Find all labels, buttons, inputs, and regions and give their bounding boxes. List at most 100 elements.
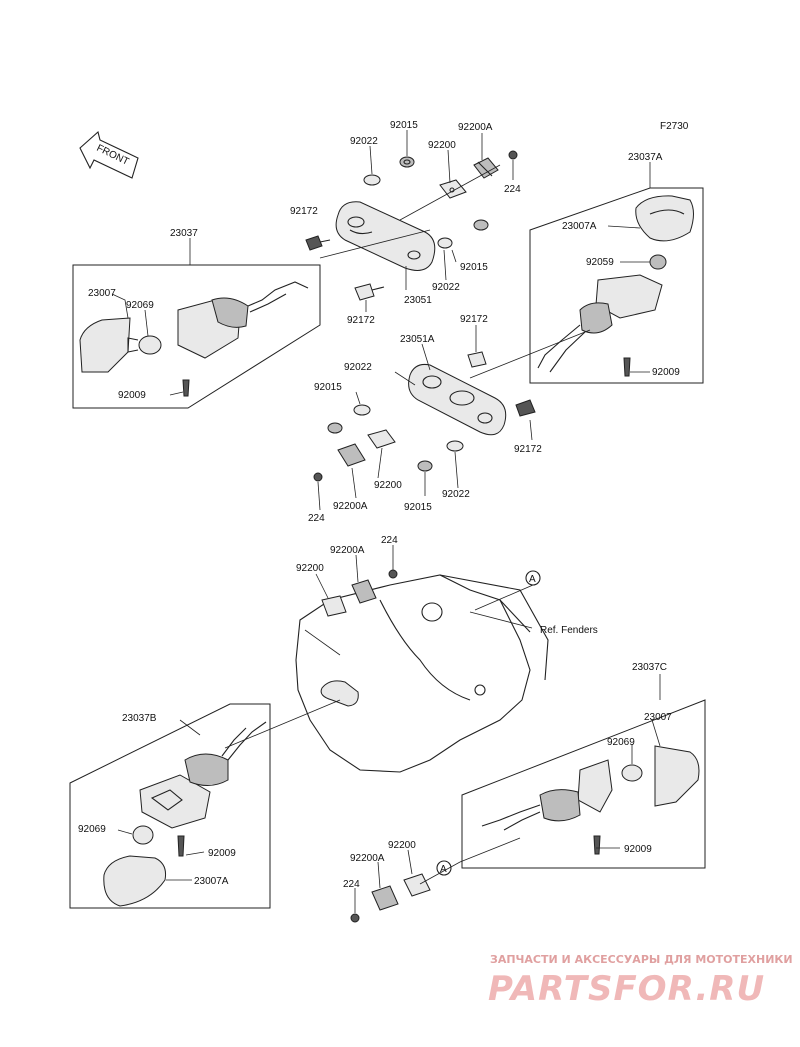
label-92172-b: 92172: [347, 315, 375, 326]
bulb-92069-lower-left: [132, 825, 154, 845]
label-92172-d: 92172: [514, 444, 542, 455]
watermark-logo: PARTSFOR.RU: [488, 969, 765, 1009]
screw-92009-lower-right: [593, 835, 601, 855]
nut-92015-upper: [399, 156, 415, 168]
label-224-b: 224: [308, 513, 325, 524]
clip-92200A-mid: [337, 443, 366, 467]
label-92015-a: 92015: [390, 120, 418, 131]
label-92009-c: 92009: [208, 848, 236, 859]
screw-92009-right: [623, 357, 631, 377]
nut-92015-lower: [327, 422, 343, 434]
screw-92009-left: [182, 379, 190, 397]
washer-92022-bottom: [446, 440, 464, 452]
label-92172-a: 92172: [290, 206, 318, 217]
label-92009-b: 92009: [652, 367, 680, 378]
label-23007A-a: 23007A: [562, 221, 597, 232]
label-92015-c: 92015: [314, 382, 342, 393]
label-92200A-c: 92200A: [330, 545, 365, 556]
diagram-code: F2730: [660, 121, 689, 132]
label-23007-a: 23007: [88, 288, 116, 299]
label-92015-d: 92015: [404, 502, 432, 513]
label-23037B: 23037B: [122, 713, 157, 724]
label-92009-a: 92009: [118, 390, 146, 401]
bulb-92059: [649, 254, 667, 270]
screw-92009-lower-left: [177, 835, 185, 857]
lens-23007A-lower: [103, 855, 166, 907]
circle-ref-lower-label: A: [440, 864, 447, 875]
lens-23007A-upper: [635, 195, 694, 242]
screw-224-fender: [388, 569, 398, 579]
label-224-c: 224: [381, 535, 398, 546]
label-92009-d: 92009: [624, 844, 652, 855]
screw-92172-lower: [354, 283, 385, 301]
label-92022-b: 92022: [432, 282, 460, 293]
screw-224-upper: [508, 150, 518, 160]
label-92200A-b: 92200A: [333, 501, 368, 512]
label-224-d: 224: [343, 879, 360, 890]
nut-92015-mid: [473, 219, 489, 231]
washer-92022-lower: [353, 404, 371, 416]
lens-23007-lower: [654, 745, 700, 807]
label-92022-a: 92022: [350, 136, 378, 147]
label-92200A-d: 92200A: [350, 853, 385, 864]
label-23007A-b: 23007A: [194, 876, 229, 887]
leader-lines: [111, 130, 661, 913]
signal-housing-23037: [177, 281, 309, 359]
bracket-92200-mid: [367, 429, 396, 449]
bracket-92200-upper: [439, 179, 467, 199]
label-92200-d: 92200: [388, 840, 416, 851]
label-23037A: 23037A: [628, 152, 663, 163]
label-23037C: 23037C: [632, 662, 667, 673]
bracket-92200-lower: [403, 873, 431, 897]
screw-92172-mid: [467, 351, 487, 368]
screw-224-mid: [313, 472, 323, 482]
label-92200A-a: 92200A: [458, 122, 493, 133]
lens-23007: [79, 317, 131, 373]
rear-fender: [295, 574, 549, 773]
circle-ref-lower: A: [436, 860, 452, 876]
label-92059: 92059: [586, 257, 614, 268]
clip-92200A-lower: [371, 885, 399, 911]
label-23051: 23051: [404, 295, 432, 306]
box-23037C: [461, 699, 706, 869]
label-92200-b: 92200: [374, 480, 402, 491]
signal-housing-23037C: [481, 759, 613, 831]
screw-92172-right: [515, 399, 536, 417]
screw-92172-left: [305, 235, 331, 251]
signal-housing-23037A: [537, 274, 663, 373]
ref-fenders-label: Ref. Fenders: [540, 625, 598, 636]
watermark: ЗАПЧАСТИ И АКСЕССУАРЫ ДЛЯ МОТОТЕХНИКИ PA…: [488, 953, 793, 1009]
bulb-92069-lower-right: [621, 764, 643, 782]
label-23007-b: 23007: [644, 712, 672, 723]
label-92015-b: 92015: [460, 262, 488, 273]
front-arrow-icon: FRONT: [79, 130, 139, 179]
label-224-a: 224: [504, 184, 521, 195]
washer-92022-upper: [363, 174, 381, 186]
mount-plate-23051A: [408, 364, 507, 436]
label-92069-a: 92069: [126, 300, 154, 311]
part-labels: 92015 92200A 92022 92200 224 23037A 9217…: [78, 120, 680, 890]
circle-ref-upper-label: A: [529, 574, 536, 585]
screw-224-lower: [350, 913, 360, 923]
label-92069-b: 92069: [607, 737, 635, 748]
watermark-tagline: ЗАПЧАСТИ И АКСЕССУАРЫ ДЛЯ МОТОТЕХНИКИ: [490, 953, 793, 966]
box-23037B: [69, 703, 271, 909]
label-92172-c: 92172: [460, 314, 488, 325]
signal-housing-23037B: [139, 721, 267, 829]
bulb-92069-left: [127, 335, 162, 355]
label-92200-c: 92200: [296, 563, 324, 574]
box-23037A: [529, 187, 704, 384]
label-92022-c: 92022: [344, 362, 372, 373]
bracket-92200-fender: [321, 595, 347, 617]
label-23051A: 23051A: [400, 334, 435, 345]
label-92200-a: 92200: [428, 140, 456, 151]
label-92069-c: 92069: [78, 824, 106, 835]
circle-ref-upper: A: [525, 570, 541, 586]
clip-92200A-fender: [351, 579, 377, 604]
clip-92200A-upper: [473, 157, 499, 179]
nut-92015-bottom: [417, 460, 433, 472]
mount-plate-23051: [335, 201, 436, 271]
label-92022-d: 92022: [442, 489, 470, 500]
